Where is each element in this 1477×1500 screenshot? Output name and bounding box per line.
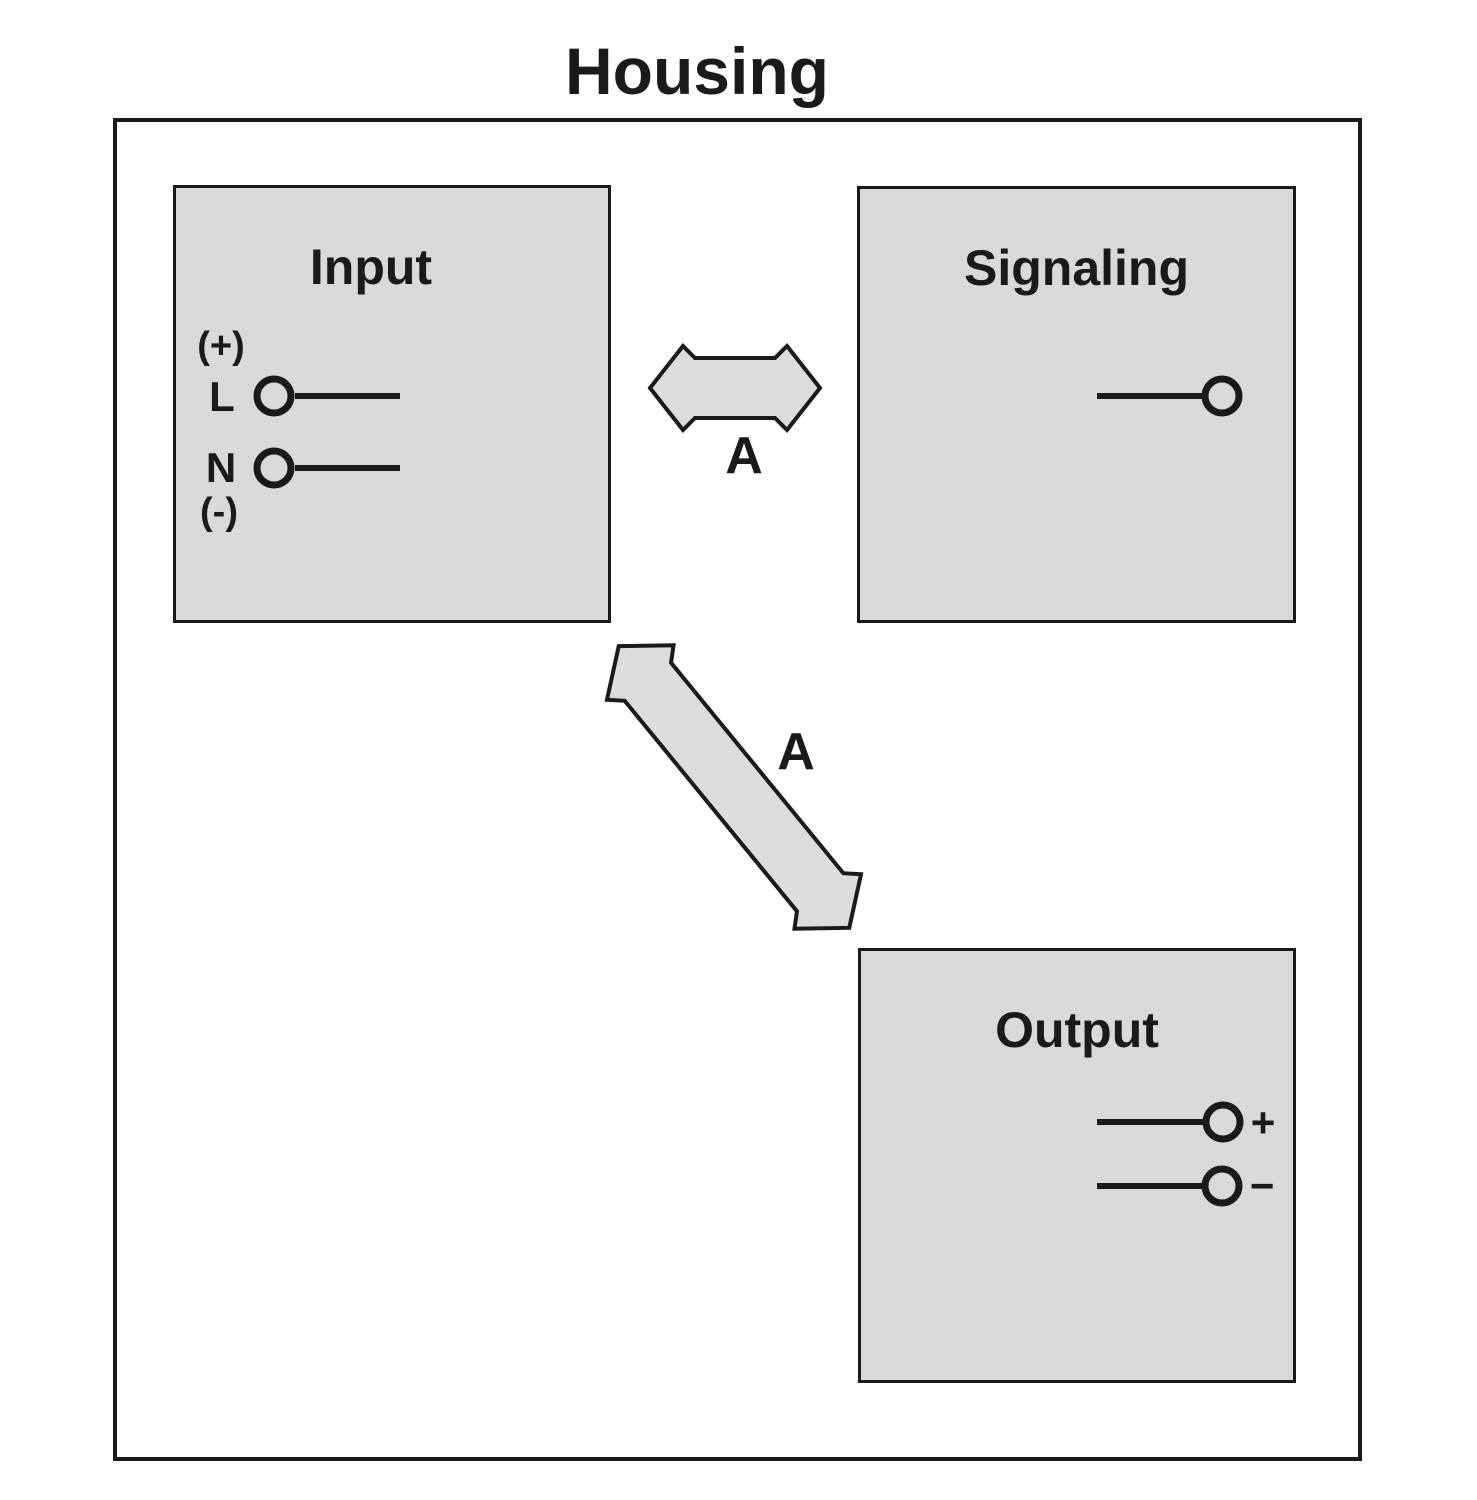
bidirectional-arrow-input-output-icon [604, 643, 864, 931]
input-l-terminal-label: L [209, 373, 235, 420]
input-minus-polarity-label: (-) [200, 491, 238, 533]
signaling-block-title: Signaling [964, 240, 1189, 296]
input-terminals [253, 375, 400, 489]
signaling-terminal [1097, 375, 1243, 417]
input-block-title: Input [309, 239, 433, 295]
output-terminals [1097, 1101, 1244, 1207]
page-title: Housing [565, 34, 829, 108]
input-l-terminal-circle-icon [253, 375, 295, 417]
bidirectional-arrow-input-signaling-icon [647, 342, 823, 434]
output-plus-terminal-circle-icon [1202, 1101, 1244, 1143]
input-block: Input [173, 185, 611, 623]
input-n-terminal-label: N [205, 444, 237, 491]
signaling-block: Signaling [857, 186, 1296, 623]
output-block-title: Output [995, 1002, 1159, 1058]
housing-enclosure-box [113, 118, 1362, 1461]
output-minus-terminal-label: − [1249, 1162, 1275, 1209]
input-plus-polarity-label: (+) [197, 325, 245, 367]
output-minus-terminal-circle-icon [1201, 1165, 1243, 1207]
arrow-label-input-output: A [777, 723, 815, 781]
output-plus-terminal-label: + [1250, 1099, 1276, 1146]
input-n-terminal-circle-icon [253, 447, 295, 489]
signaling-terminal-circle-icon [1201, 375, 1243, 417]
arrow-label-input-signaling: A [725, 427, 763, 485]
output-block: Output [858, 948, 1296, 1383]
